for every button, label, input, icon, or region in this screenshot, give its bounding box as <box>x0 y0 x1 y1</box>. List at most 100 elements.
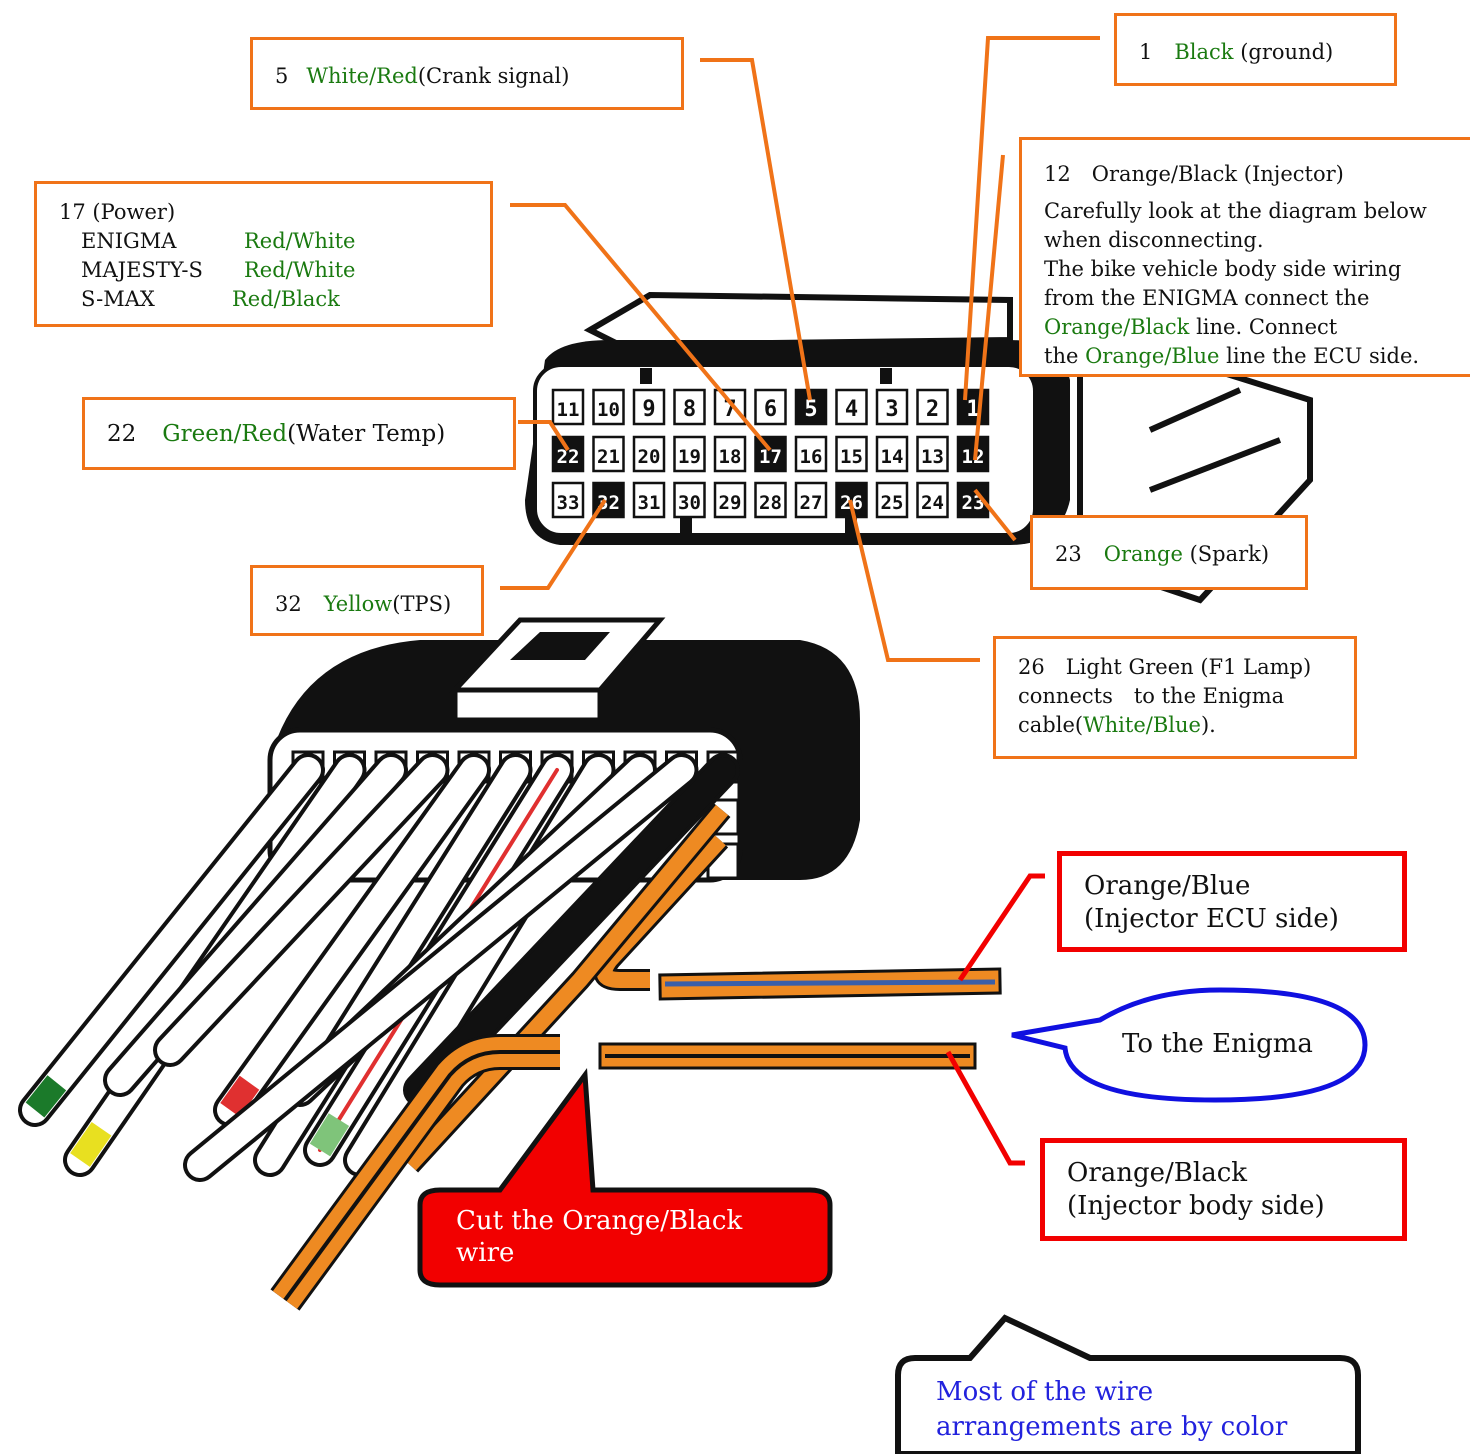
pin-15 <box>835 435 868 473</box>
pin-label-5: 5 <box>804 397 817 422</box>
pin1-color: Black <box>1174 40 1234 64</box>
pin-label-18: 18 <box>719 446 742 468</box>
pin-label-2: 2 <box>926 397 939 422</box>
pin17-label: 17 (Power) ENIGMA Red/White MAJESTY-S Red/… <box>34 181 493 327</box>
wire-tip <box>220 1075 260 1117</box>
pin-21 <box>592 435 625 473</box>
pin26-line3-pre: cable( <box>1018 713 1084 737</box>
pin32-color: Yellow <box>323 592 393 616</box>
pin-label-14: 14 <box>881 446 904 468</box>
pin5-desc: (Crank signal) <box>417 64 570 88</box>
pin12-line6-color: Orange/Blue <box>1085 344 1220 368</box>
pin-label-10: 10 <box>597 399 620 421</box>
pin-label-27: 27 <box>800 492 823 514</box>
pin-label-6: 6 <box>764 397 777 422</box>
pin-28 <box>754 481 787 519</box>
pin-label-9: 9 <box>642 397 655 422</box>
pin-label-31: 31 <box>638 492 661 514</box>
pin26-label: 26 Light Green (F1 Lamp) connects to the… <box>993 636 1357 759</box>
to-enigma-bubble <box>1011 987 1368 1103</box>
pin-label-25: 25 <box>881 492 904 514</box>
pin-13 <box>916 435 949 473</box>
wire-tip <box>70 1121 112 1167</box>
red-leaders <box>945 873 1045 1166</box>
pin-label-3: 3 <box>885 397 898 422</box>
pin12-line4: from the ENIGMA connect the <box>1044 286 1370 310</box>
pin-16 <box>794 435 828 473</box>
pin-label-17: 17 <box>759 446 782 468</box>
pin-label-16: 16 <box>800 446 823 468</box>
pin-30 <box>673 481 706 519</box>
pin-label-8: 8 <box>683 397 696 422</box>
pin17-color-1: Red/White <box>244 258 356 282</box>
pin-label-19: 19 <box>678 446 701 468</box>
pin-label-30: 30 <box>678 492 701 514</box>
pin-label-22: 22 <box>557 446 580 468</box>
pin23-number: 23 <box>1055 542 1082 566</box>
cut-line2: wire <box>456 1238 515 1268</box>
pin26-line3-post: ). <box>1200 713 1216 737</box>
pin-18 <box>713 435 747 473</box>
pin22-desc: (Water Temp) <box>287 421 446 447</box>
pin-label-12: 12 <box>962 446 985 468</box>
pin-2 <box>916 388 949 426</box>
pin-label-4: 4 <box>845 397 858 422</box>
pin-label-29: 29 <box>719 492 742 514</box>
pin-17 <box>754 435 787 473</box>
pin-8 <box>673 388 706 426</box>
pin-14 <box>875 435 909 473</box>
note-line1: Most of the wire <box>936 1377 1154 1407</box>
pin-6 <box>754 388 787 426</box>
pin32-label: 32 Yellow(TPS) <box>250 565 484 636</box>
pin-12 <box>956 435 990 473</box>
pin22-label: 22 Green/Red(Water Temp) <box>82 397 516 470</box>
pin22-number: 22 <box>107 421 137 447</box>
orange-black-line1: Orange/Black <box>1067 1158 1248 1188</box>
cut-text: Cut the Orange/Black wire <box>456 1205 742 1269</box>
pin-7 <box>713 388 747 426</box>
pin-22 <box>551 435 585 473</box>
wire-tip <box>25 1075 67 1118</box>
wire <box>407 757 736 1103</box>
pin12-line6-rest: line the ECU side. <box>1219 344 1420 368</box>
pin26-line1: 26 Light Green (F1 Lamp) <box>1018 655 1312 679</box>
pin32-desc: (TPS) <box>392 592 452 616</box>
pin26-line2: connects to the Enigma <box>1018 684 1285 708</box>
pin-9 <box>632 388 666 426</box>
pin12-title: 12 Orange/Black (Injector) <box>1044 162 1344 186</box>
to-enigma-text: To the Enigma <box>1122 1029 1313 1059</box>
pin-25 <box>875 481 909 519</box>
pin-19 <box>673 435 706 473</box>
pin-29 <box>713 481 747 519</box>
pin-24 <box>916 481 949 519</box>
pin-20 <box>632 435 666 473</box>
pin17-model-1: MAJESTY-S <box>81 258 203 282</box>
wire <box>107 757 404 1093</box>
pin17-model-2: S-MAX <box>81 287 155 311</box>
pin12-line1: Carefully look at the diagram below <box>1044 199 1427 223</box>
cut-callout <box>417 1068 833 1288</box>
leader-lines <box>500 36 1100 662</box>
pin5-number: 5 <box>275 64 289 88</box>
pin17-model-0: ENIGMA <box>81 229 177 253</box>
wire-tip <box>309 1113 350 1157</box>
pin17-color-0: Red/White <box>244 229 356 253</box>
pin-label-13: 13 <box>921 446 944 468</box>
note-line2: arrangements are by color <box>936 1412 1288 1442</box>
pin1-desc: (ground) <box>1233 40 1334 64</box>
pin17-title: 17 (Power) <box>59 200 176 224</box>
pin-label-15: 15 <box>840 446 863 468</box>
pin12-line5-rest: line. Connect <box>1189 315 1338 339</box>
wire <box>187 757 695 1178</box>
pin32-number: 32 <box>275 592 302 616</box>
pin-3 <box>875 388 909 426</box>
pin-1 <box>956 388 990 426</box>
pin-label-32: 32 <box>597 492 620 514</box>
pin22-color: Green/Red <box>162 421 288 447</box>
orange-blue-label: Orange/Blue (Injector ECU side) <box>1057 851 1407 952</box>
pin-label-28: 28 <box>759 492 782 514</box>
